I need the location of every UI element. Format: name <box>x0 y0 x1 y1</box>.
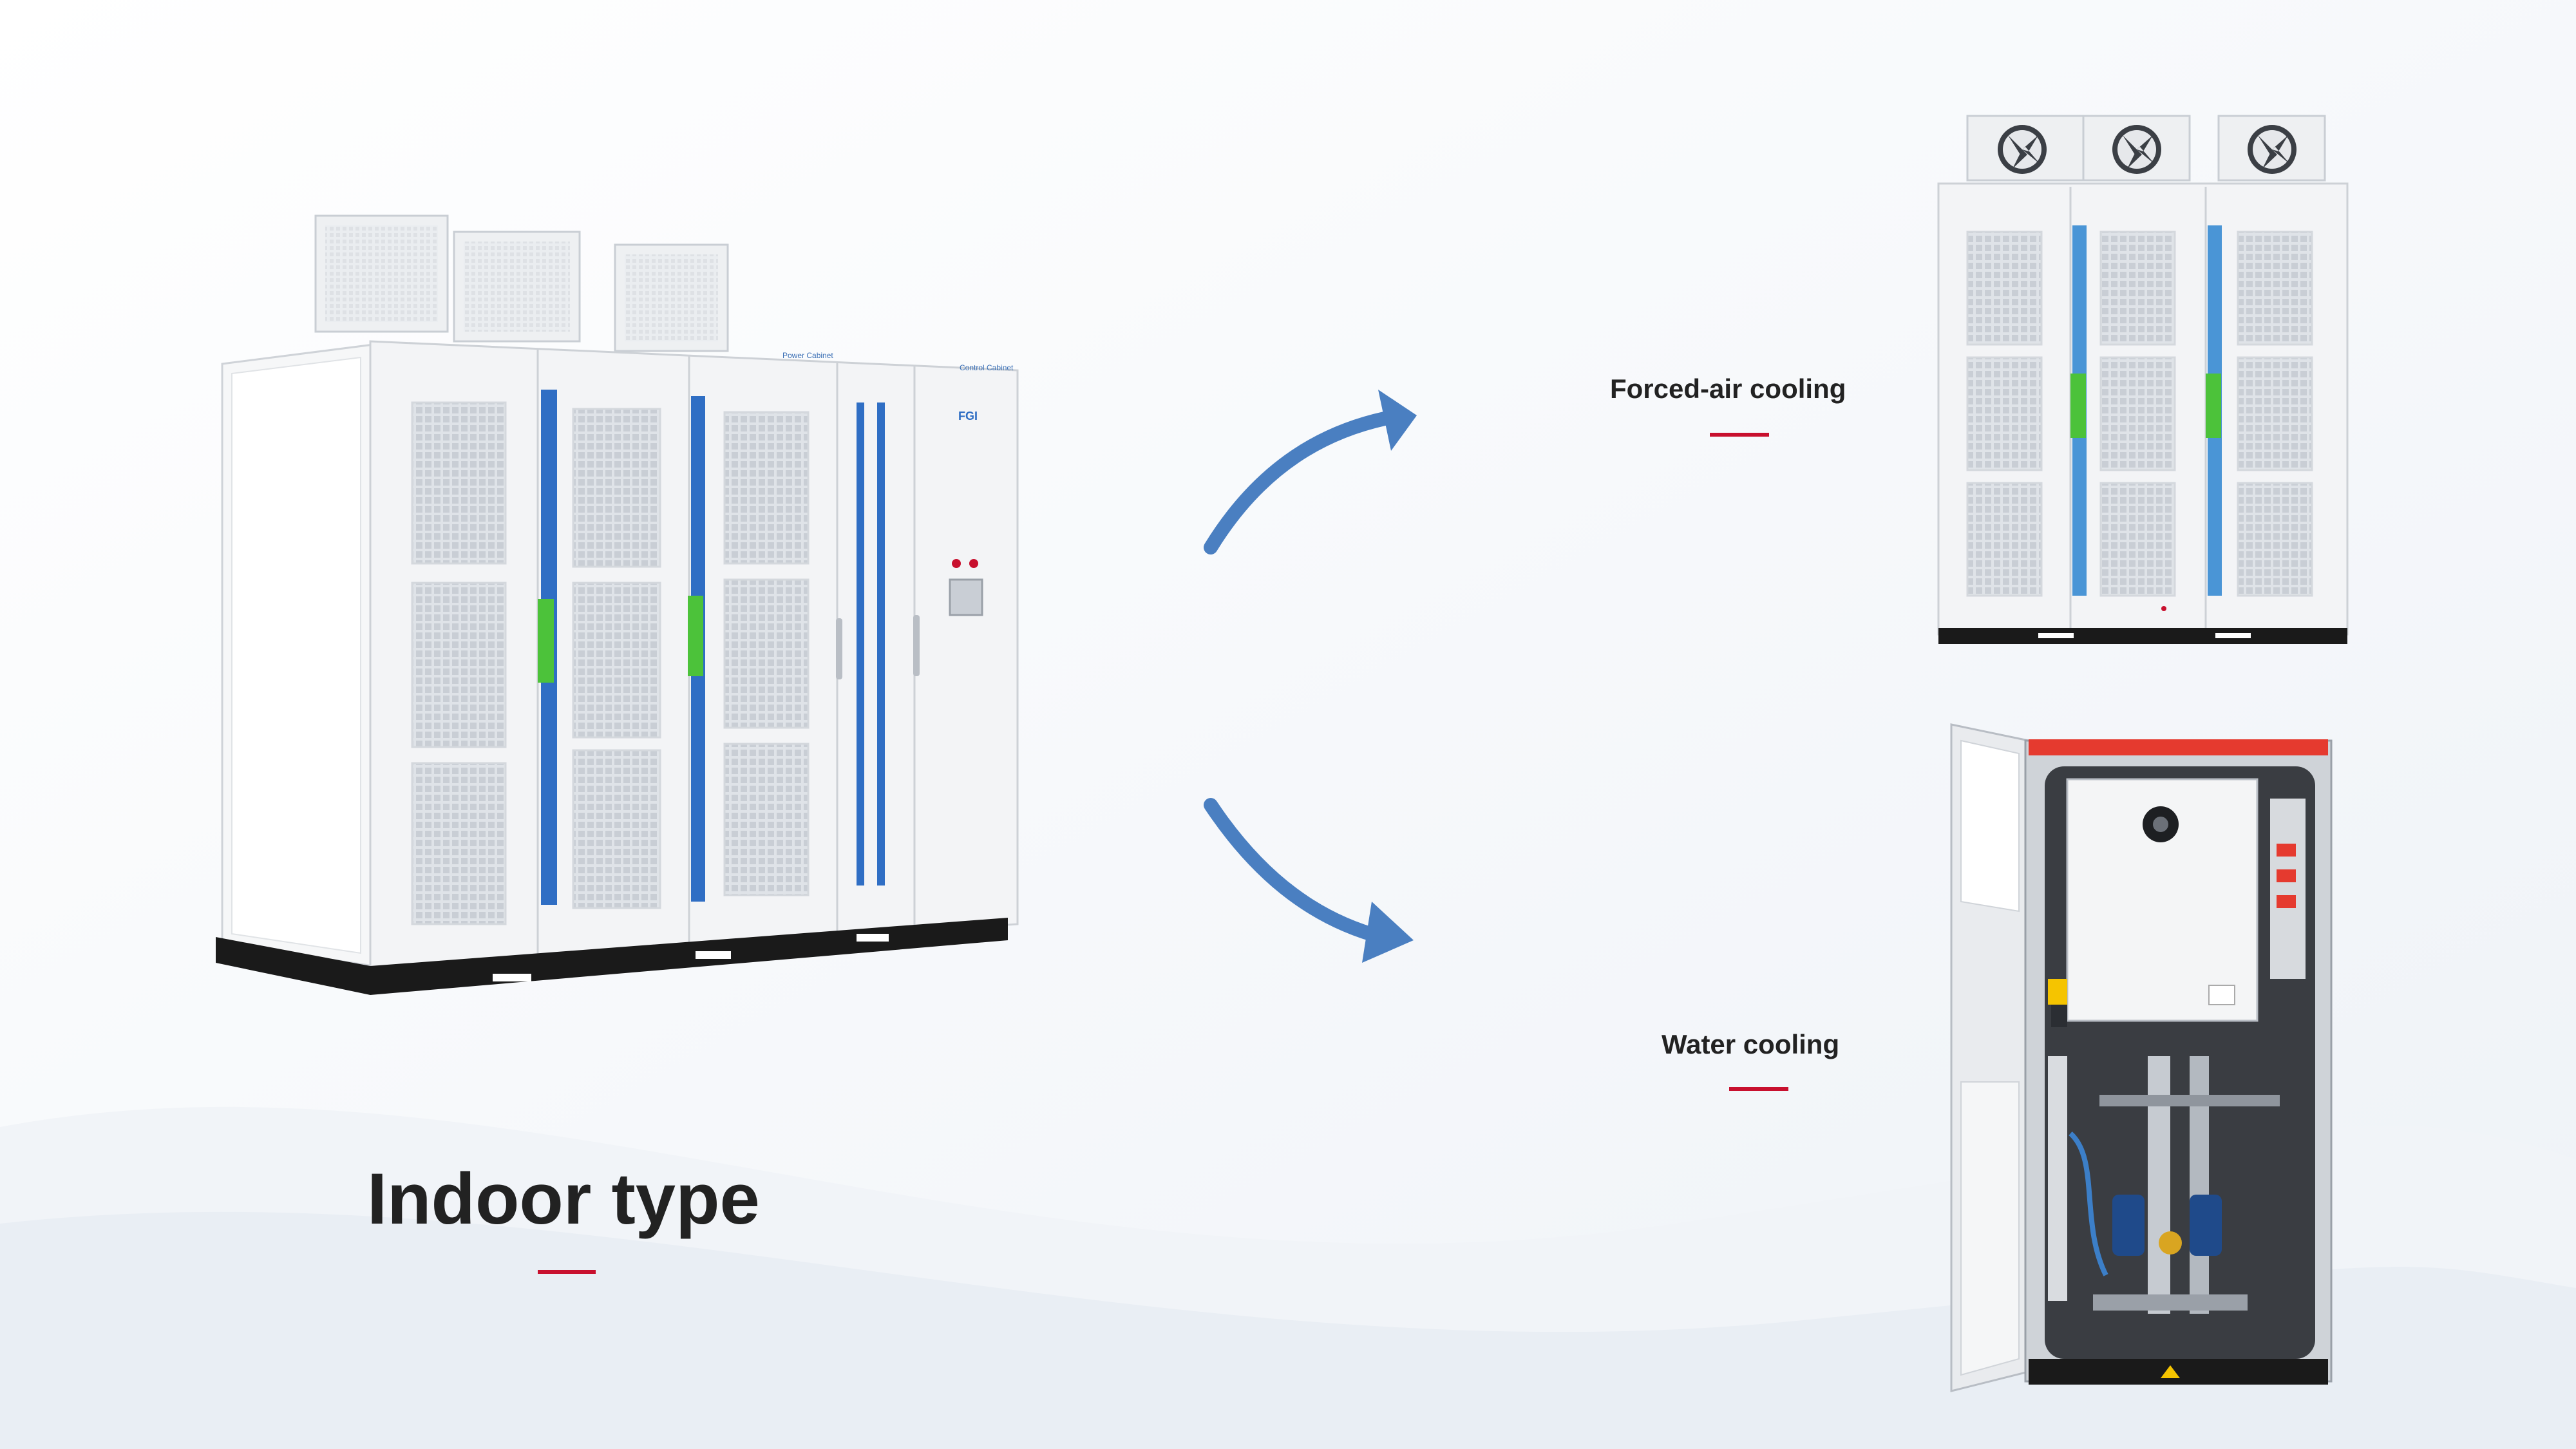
indoor-cabinet-image <box>216 214 1019 995</box>
water-cooling-cabinet-image <box>1950 723 2333 1392</box>
water-cooling-underline <box>1729 1087 1788 1091</box>
main-title-underline <box>538 1270 596 1274</box>
fan-icon <box>2112 125 2161 174</box>
arrow-up-right <box>1204 390 1417 554</box>
background-wave <box>0 1211 2576 1449</box>
brand-logo-text: FGI <box>958 410 978 422</box>
power-cabinet-tag: Power Cabinet <box>782 351 833 360</box>
fan-icon <box>1998 125 2047 174</box>
water-cooling-label: Water cooling <box>1662 1029 1839 1059</box>
forced-air-cooling-label: Forced-air cooling <box>1610 374 1846 404</box>
forced-air-underline <box>1710 433 1769 437</box>
control-cabinet-tag: Control Cabinet <box>960 363 1014 372</box>
forced-air-cabinet-image <box>1937 115 2349 644</box>
main-title: Indoor type <box>367 1159 760 1239</box>
arrow-down-right <box>1204 798 1414 963</box>
fan-icon <box>2248 125 2297 174</box>
